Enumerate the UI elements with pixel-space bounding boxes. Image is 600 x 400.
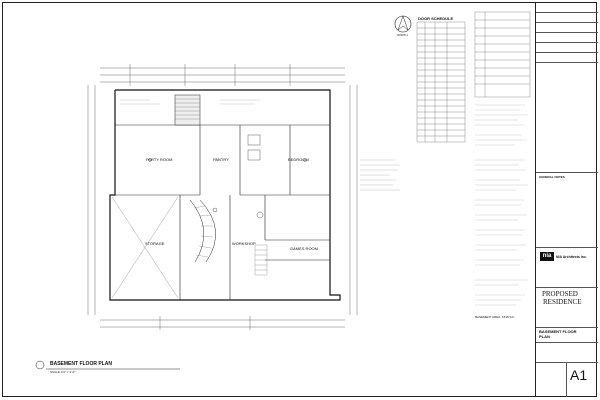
sheet-title-2: PLAN — [539, 334, 550, 339]
room-label-bedroom: BEDROOM — [288, 157, 309, 162]
note-leaders — [120, 99, 400, 191]
stair-curved — [189, 199, 216, 263]
plan-scale: SCALE 1/4" = 1'-0" — [50, 370, 76, 374]
storage-hatch — [111, 196, 179, 299]
notes-table — [474, 11, 531, 98]
drawing-sheet — [2, 2, 597, 397]
door-schedule-title: DOOR SCHEDULE — [418, 16, 454, 21]
sheet-number: A1 — [570, 367, 588, 383]
project-title-1: PROPOSED — [542, 290, 578, 298]
north-arrow — [394, 15, 412, 33]
room-label-workshop: WORKSHOP — [232, 241, 256, 246]
north-label: NORTH — [397, 33, 408, 37]
stair-top — [174, 94, 201, 126]
room-label-party: PARTY ROOM — [146, 157, 173, 162]
door-schedule-table — [416, 21, 466, 143]
title-block: GENERAL NOTES nia NIA Architects Inc. PR… — [535, 2, 598, 397]
notes-text-lines — [475, 104, 528, 306]
dimension-lines — [87, 64, 358, 330]
sheet-title-1: BASEMENT FLOOR — [539, 329, 577, 334]
firm-logo: nia — [540, 252, 554, 261]
stair-small — [254, 244, 268, 276]
plan-title-marker — [35, 360, 180, 370]
basement-area-note: BASEMENT AREA: 1515 S.F. — [475, 315, 515, 319]
room-label-storage: STORAGE — [145, 241, 165, 246]
plan-title: BASEMENT FLOOR PLAN — [50, 361, 112, 367]
project-title-2: RESIDENCE — [543, 298, 582, 306]
room-label-pantry: PANTRY — [213, 157, 229, 162]
room-label-games: GAMES ROOM — [290, 246, 319, 251]
fixtures — [148, 134, 307, 219]
firm-name: NIA Architects Inc. — [556, 255, 587, 259]
general-notes-label: GENERAL NOTES — [539, 175, 565, 179]
interior-walls — [110, 124, 330, 300]
